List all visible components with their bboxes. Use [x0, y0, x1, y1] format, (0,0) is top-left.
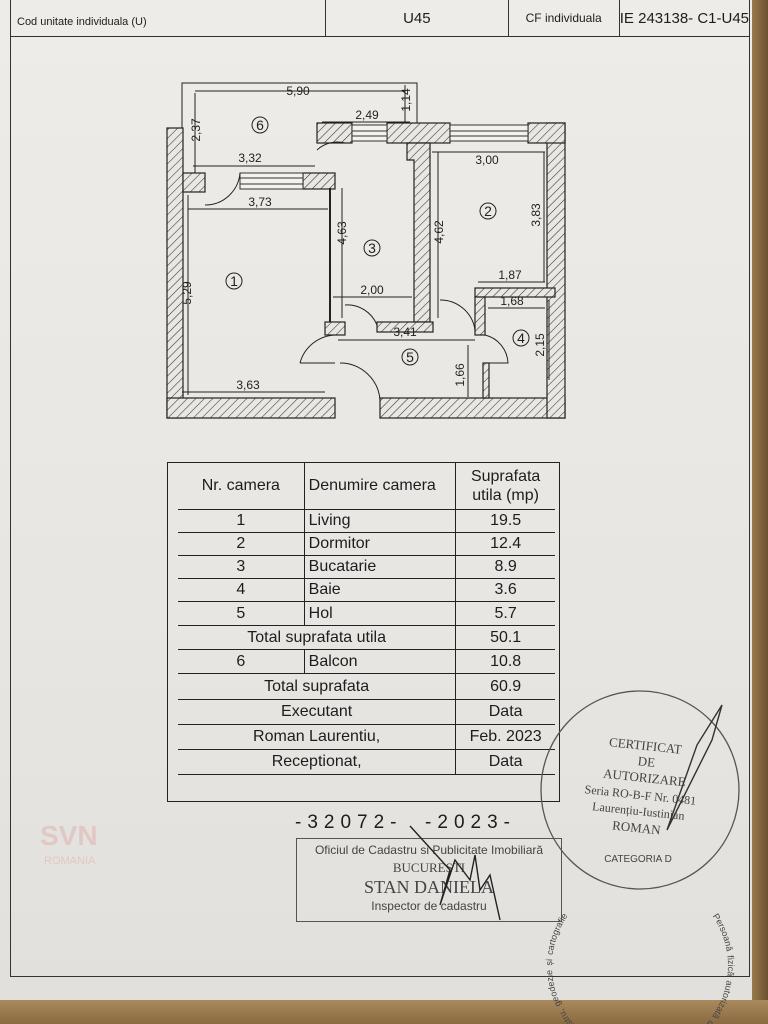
- cod-value: U45: [326, 0, 509, 36]
- ocpi-line1: Oficiul de Cadastru si Publicitate Imobi…: [314, 843, 544, 857]
- page-frame: [10, 36, 750, 977]
- total-utila-label: Total suprafata utila: [178, 626, 457, 649]
- receptionat-label: Receptionat,: [178, 750, 457, 774]
- header-nr: Nr. camera: [178, 463, 305, 509]
- watermark-brand: SVN: [40, 820, 98, 851]
- total-label: Total suprafata: [178, 674, 457, 699]
- room-5-label: 5: [406, 349, 414, 365]
- dim-bedroom-bottom: 1,87: [498, 268, 522, 282]
- plan-lines: [181, 82, 550, 401]
- dim-kitchen-width: 2,00: [360, 283, 384, 297]
- dim-hall-height: 1,66: [453, 363, 467, 387]
- dim-window-kitchen: 2,49: [355, 108, 379, 122]
- dim-balcony-offset: 1,14: [399, 88, 413, 112]
- cell-name: Bucatarie: [305, 556, 457, 578]
- dim-kitchen-height: 4,63: [335, 221, 349, 245]
- dim-balcony-width: 5,90: [286, 84, 310, 98]
- total-value: 60.9: [490, 677, 522, 695]
- dim-bedroom-side: 3,83: [529, 203, 543, 227]
- ocpi-line2: BUCUREȘTI: [392, 860, 466, 875]
- room-6-label: 6: [256, 117, 264, 133]
- dim-bedroom-width: 3,00: [475, 153, 499, 167]
- watermark-sub: ROMANIA: [44, 855, 96, 867]
- room-numbers: 1 2 3 4 5 6: [225, 116, 530, 366]
- table-header: Nr. camera Denumire camera Suprafata uti…: [178, 463, 555, 510]
- table-surface: [752, 0, 768, 1024]
- cell-area: 5.7: [494, 604, 517, 622]
- dim-hall-width: 3,41: [393, 325, 417, 339]
- ocpi-line3: STAN DANIELA: [363, 877, 495, 897]
- cell-area: 3.6: [494, 581, 517, 598]
- dim-living-window: 3,32: [238, 151, 262, 165]
- ocpi-line4: Inspector de cadastru: [371, 899, 487, 913]
- cf-label: CF individuala: [509, 0, 620, 36]
- executant-name: Roman Laurentiu,: [178, 725, 457, 749]
- header-name: Denumire camera: [305, 463, 457, 509]
- dim-bedroom-height: 4,62: [432, 220, 446, 244]
- receptionat-data-label: Data: [488, 753, 523, 770]
- cell-name: Dormitor: [305, 533, 457, 555]
- room-5-circle: [401, 348, 419, 366]
- floor-plan: 5,90 1,14 2,37 2,49 3,32 3,73 5,29 3,63 …: [166, 82, 566, 419]
- room-6-circle: [251, 116, 269, 134]
- cell-area: 10.8: [490, 652, 522, 670]
- room-2-label: 2: [484, 203, 492, 219]
- cell-name: Balcon: [305, 650, 457, 673]
- room-2-circle: [479, 202, 497, 220]
- cf-value: IE 243138- C1-U45: [619, 9, 750, 27]
- room-4-label: 4: [517, 330, 525, 346]
- executant-row: Roman Laurentiu, Feb. 2023: [178, 725, 555, 750]
- header-area-line1: Suprafata: [470, 468, 541, 485]
- cell-name: Hol: [305, 602, 457, 625]
- header-area: Suprafata utila (mp): [456, 463, 555, 509]
- header-area-line2: utila (mp): [472, 487, 539, 504]
- windows: [239, 124, 529, 190]
- cell-area: 12.4: [490, 535, 522, 552]
- cell-area: 19.5: [490, 512, 522, 529]
- cell-name: Baie: [305, 579, 457, 601]
- total-row: Total suprafata 60.9: [178, 674, 555, 700]
- cell-nr: 4: [178, 579, 305, 601]
- total-utila-row: Total suprafata utila 50.1: [178, 626, 555, 650]
- room-3-circle: [363, 239, 381, 257]
- dim-living-width-bottom: 3,63: [236, 378, 260, 392]
- room-1-label: 1: [230, 273, 238, 289]
- table-surface-bottom: [0, 1000, 768, 1024]
- room-1-circle: [225, 272, 243, 290]
- registration-number: -32072- -2023-: [295, 812, 516, 833]
- rooms-table: Nr. camera Denumire camera Suprafata uti…: [167, 462, 560, 802]
- cell-nr: 2: [178, 533, 305, 555]
- dim-bath-height: 2,15: [533, 333, 547, 357]
- cell-name: Living: [305, 510, 457, 532]
- dim-balcony-depth: 2,37: [189, 118, 203, 142]
- executant-label: Executant: [178, 700, 457, 724]
- cell-nr: 6: [178, 650, 305, 673]
- receptionat-row: Receptionat, Data: [178, 750, 555, 775]
- cell-nr: 1: [178, 510, 305, 532]
- cod-label: Cod unitate individuala (U): [11, 0, 327, 36]
- dim-bath-width: 1,68: [500, 294, 524, 308]
- cell-nr: 3: [178, 556, 305, 578]
- cell-nr: 5: [178, 602, 305, 625]
- cell-area: 8.9: [494, 558, 517, 575]
- dim-living-height: 5,29: [180, 281, 194, 305]
- dimension-labels: 5,90 1,14 2,37 2,49 3,32 3,73 5,29 3,63 …: [180, 84, 547, 392]
- executant-header-row: Executant Data: [178, 700, 555, 725]
- executant-date: Feb. 2023: [469, 728, 542, 745]
- ocpi-stamp: Oficiul de Cadastru si Publicitate Imobi…: [296, 838, 562, 922]
- room-3-label: 3: [368, 240, 376, 256]
- walls: [166, 122, 566, 419]
- header-row: Cod unitate individuala (U) U45 CF indiv…: [10, 0, 750, 37]
- dim-living-width-top: 3,73: [248, 195, 272, 209]
- room-4-circle: [512, 329, 530, 347]
- data-label: Data: [488, 703, 523, 720]
- total-utila-value: 50.1: [490, 628, 522, 646]
